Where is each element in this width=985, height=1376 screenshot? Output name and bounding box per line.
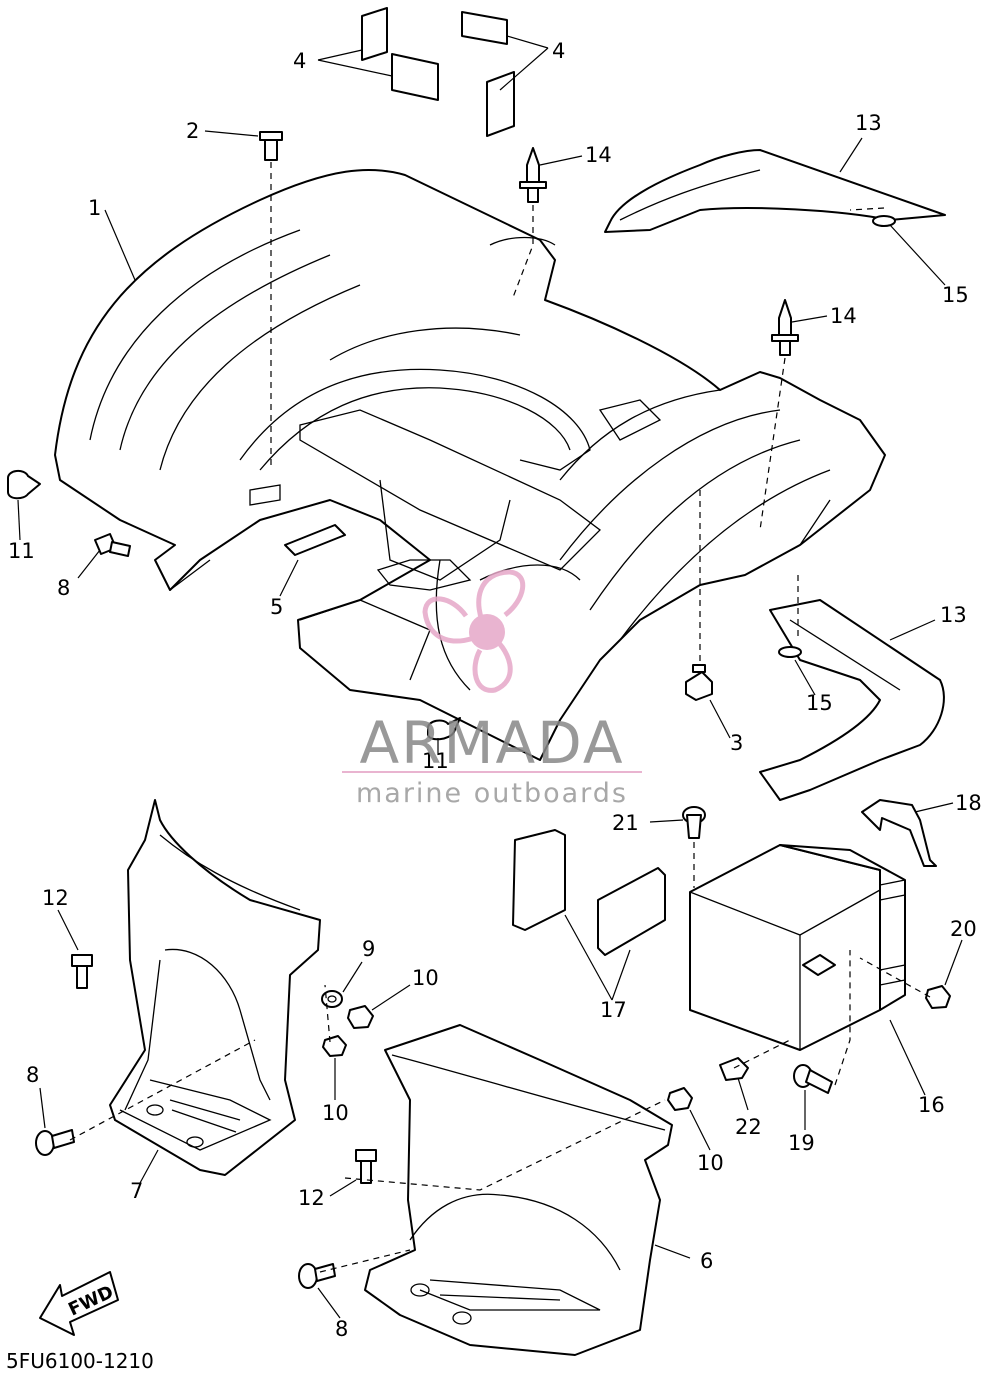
callout-13-upper: 13 <box>855 111 882 135</box>
diagram-code: 5FU6100-1210 <box>6 1349 154 1372</box>
part-12-bolt-right <box>355 1149 377 1184</box>
callout-4-left: 4 <box>293 49 306 73</box>
part-14-rivet-lower <box>771 299 799 356</box>
callout-11-center: 11 <box>422 749 449 773</box>
callout-8-left: 8 <box>26 1063 39 1087</box>
callout-16: 16 <box>918 1093 945 1117</box>
callout-4-right: 4 <box>552 39 565 63</box>
callout-8-upper: 8 <box>57 576 70 600</box>
callout-1: 1 <box>88 196 101 220</box>
callout-10-upper: 10 <box>412 966 439 990</box>
part-17-reflectors <box>512 829 666 956</box>
part-10-nut-right <box>667 1087 693 1111</box>
part-16-tail-light <box>689 844 906 1051</box>
callout-15-upper: 15 <box>942 283 969 307</box>
part-7-left-side-panel <box>109 799 321 1176</box>
callout-10-right: 10 <box>697 1151 724 1175</box>
part-1-rear-fender <box>54 168 886 761</box>
part-9-washer <box>321 990 343 1008</box>
callout-12-left: 12 <box>42 886 69 910</box>
callout-17: 17 <box>600 998 627 1022</box>
part-2-bolt <box>259 131 283 161</box>
callout-11-left: 11 <box>8 539 35 563</box>
callout-7: 7 <box>130 1179 143 1203</box>
watermark-tagline: marine outboards <box>356 778 628 809</box>
callout-15-lower: 15 <box>806 691 833 715</box>
callout-21: 21 <box>612 811 639 835</box>
part-11-clip-center <box>427 717 461 741</box>
callout-10-middle: 10 <box>322 1101 349 1125</box>
callout-5: 5 <box>270 595 283 619</box>
propeller-logo-icon <box>422 569 526 693</box>
part-6-right-side-panel <box>364 1024 673 1356</box>
part-15-washer-upper <box>872 215 896 227</box>
part-5-pad <box>284 524 346 556</box>
part-20-nut <box>925 985 951 1009</box>
callout-14-upper: 14 <box>585 143 612 167</box>
part-4-pads <box>361 7 515 137</box>
fwd-arrow: FWD <box>39 1271 119 1336</box>
part-8-bolt-bottom <box>298 1263 336 1289</box>
part-8-bolt-upper <box>94 533 131 557</box>
callout-20: 20 <box>950 917 977 941</box>
callout-14-lower: 14 <box>830 304 857 328</box>
callout-12-right: 12 <box>298 1186 325 1210</box>
assembly-lines <box>69 162 931 1273</box>
watermark: ARMADA marine outboards <box>342 569 642 809</box>
callout-9: 9 <box>362 937 375 961</box>
part-18-bracket <box>861 799 937 867</box>
part-21-grommet <box>682 806 706 839</box>
callout-19: 19 <box>788 1131 815 1155</box>
part-10-nut-upper <box>347 1005 374 1029</box>
callout-8-bottom: 8 <box>335 1317 348 1341</box>
part-22-clip <box>719 1057 749 1081</box>
part-14-rivet-upper <box>519 147 547 203</box>
part-15-washer-lower <box>778 646 802 658</box>
part-19-bolt <box>793 1064 833 1094</box>
callout-labels: 1 2 3 4 4 5 6 7 8 8 8 9 10 10 10 11 11 1… <box>8 39 982 1341</box>
part-13-lower-flap <box>759 599 945 801</box>
part-10-nut-middle <box>322 1035 347 1057</box>
watermark-brand: ARMADA <box>359 709 624 777</box>
callout-18: 18 <box>955 791 982 815</box>
part-3-bolt <box>685 664 713 701</box>
callout-6: 6 <box>700 1249 713 1273</box>
callout-13-lower: 13 <box>940 603 967 627</box>
callout-22: 22 <box>735 1115 762 1139</box>
callout-3: 3 <box>730 731 743 755</box>
part-8-bolt-left <box>35 1129 75 1156</box>
leader-lines <box>17 35 963 1319</box>
part-11-clip-left <box>7 470 41 500</box>
part-12-bolt-left <box>71 954 93 989</box>
callout-2: 2 <box>186 119 199 143</box>
part-13-upper-flap <box>604 149 946 233</box>
